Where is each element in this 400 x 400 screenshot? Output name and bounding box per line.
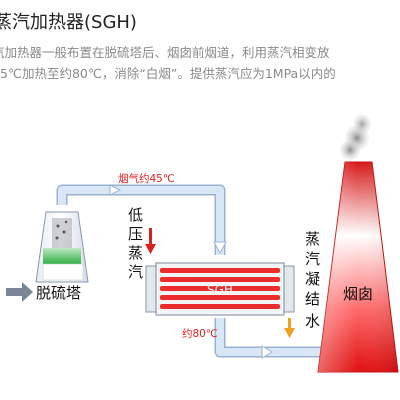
flue-duct-inlet	[56, 184, 227, 255]
tower-inlet-arrow	[6, 282, 33, 302]
svg-text:水: 水	[305, 312, 320, 330]
flow-arrow-right	[109, 184, 122, 196]
svg-text:压: 压	[128, 225, 143, 243]
svg-text:蒸: 蒸	[128, 244, 143, 262]
flow-arrow-down	[213, 241, 227, 255]
condensate-label: 蒸 汽 凝 结 水	[305, 230, 320, 330]
steam-heater	[145, 262, 295, 316]
flue-duct-outlet	[214, 318, 338, 359]
steam-inlet-label: 低 压 蒸 汽	[128, 206, 143, 281]
svg-text:汽: 汽	[305, 250, 320, 268]
chimney	[317, 114, 399, 373]
chimney-label: 烟囱	[343, 285, 373, 303]
flue-gas-out-label: 约80℃	[182, 327, 218, 340]
svg-text:汽: 汽	[128, 263, 143, 281]
svg-text:蒸: 蒸	[305, 230, 320, 248]
flow-arrow-right-out	[261, 345, 273, 359]
desulfurization-tower-label: 脱硫塔	[36, 284, 81, 302]
page-title: 蒸汽加热器(SGH)	[0, 12, 137, 33]
svg-text:结: 结	[305, 290, 320, 308]
svg-text:低: 低	[128, 206, 143, 224]
condensate-outlet-arrow	[284, 318, 295, 338]
heater-tubes	[160, 268, 280, 309]
svg-text:凝: 凝	[305, 270, 320, 288]
flue-gas-in-label: 烟气约45℃	[118, 172, 175, 185]
desulfurization-tower	[35, 211, 89, 283]
steam-inlet-arrow	[145, 228, 156, 254]
heater-label: SGH	[207, 283, 233, 297]
description-line-2: 45℃加热至约80℃，消除“白烟”。提供蒸汽应为1MPa以内的	[0, 66, 336, 81]
description-line-1: 汽加热器一般布置在脱硫塔后、烟囱前烟道，利用蒸汽相变放	[0, 45, 330, 60]
